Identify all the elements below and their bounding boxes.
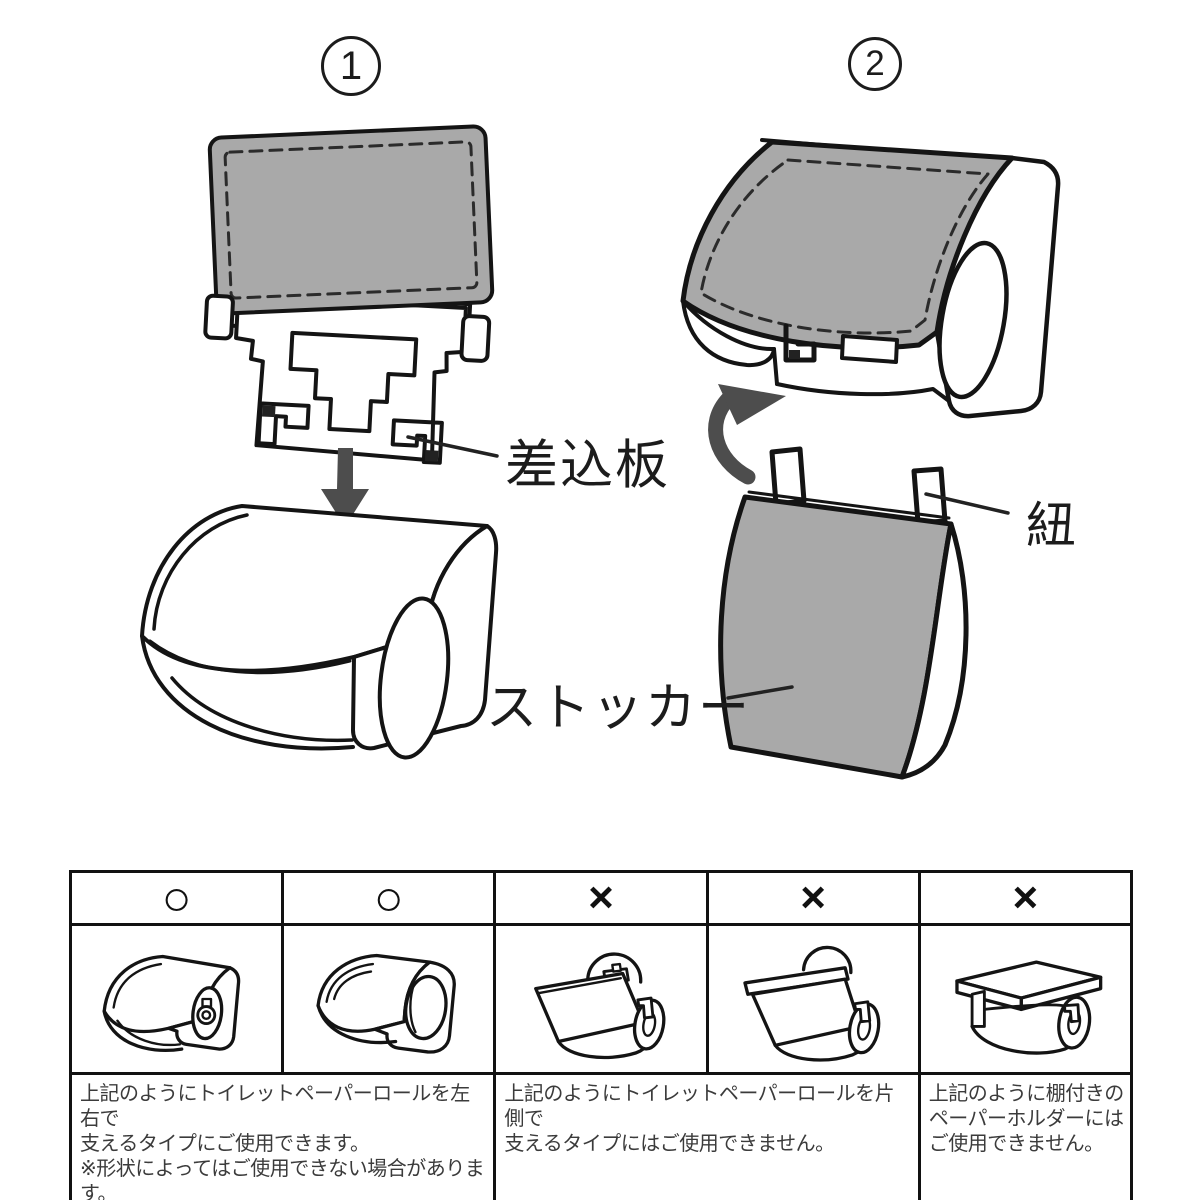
compatibility-table: ○ ○ × × × (68, 870, 1134, 1200)
stocker-drawing (718, 490, 969, 780)
stocker-leader-line (726, 685, 794, 700)
ok-mark: ○ (161, 870, 192, 926)
step-1-number: 1 (339, 43, 363, 88)
cover-flap-drawing (207, 124, 495, 316)
hook-slot (783, 323, 817, 363)
label-cord: 紐 (1026, 498, 1078, 554)
step-2-number: 2 (865, 44, 885, 83)
holder-icons-row (68, 923, 1134, 1075)
marks-row: ○ ○ × × × (68, 870, 1134, 926)
step2-diagram (680, 138, 1061, 780)
roll-holder-one-side-dome-icon (534, 952, 666, 1060)
cord-leader-line (924, 492, 1010, 515)
holder-right-face-drawing (934, 155, 1061, 419)
note-one-side-types: 上記のようにトイレットペーパーロールを片側で 支えるタイプにはご使用できません。 (504, 1083, 895, 1155)
roll-holder-box-type-icon (316, 953, 457, 1054)
stitch-line (699, 158, 990, 335)
insert-plate-drawing (234, 294, 468, 465)
roll-holder-one-side-bar-icon (742, 945, 880, 1062)
note-shelf-types: 上記のように棚付きの ペーパーホルダーには ご使用できません。 (928, 1083, 1125, 1155)
ok-mark: ○ (373, 870, 404, 926)
rotate-up-arrow-icon (708, 384, 786, 485)
step-1-badge: 1 (321, 36, 381, 96)
step1-diagram (140, 124, 499, 760)
stitch-line (223, 140, 479, 300)
label-insert-plate: 差込板 (505, 436, 670, 495)
note-usable-types: 上記のようにトイレットペーパーロールを左右で 支えるタイプにご使用できます。 ※… (80, 1083, 485, 1200)
hook-slot (840, 334, 899, 364)
notes-row: 上記のようにトイレットペーパーロールを左右で 支えるタイプにご使用できます。 ※… (68, 1072, 1134, 1200)
step-2-badge: 2 (848, 37, 902, 91)
holder-outline-drawing (140, 504, 499, 760)
roll-holder-side-supported-icon (102, 954, 241, 1052)
label-stocker: ストッカー (486, 679, 752, 736)
down-arrow-icon (321, 448, 369, 527)
ng-mark: × (588, 873, 614, 922)
roll-holder-with-shelf-icon (955, 960, 1103, 1055)
ng-mark: × (800, 873, 826, 922)
ng-mark: × (1012, 873, 1039, 922)
insert-plate-leader-line (406, 435, 499, 458)
